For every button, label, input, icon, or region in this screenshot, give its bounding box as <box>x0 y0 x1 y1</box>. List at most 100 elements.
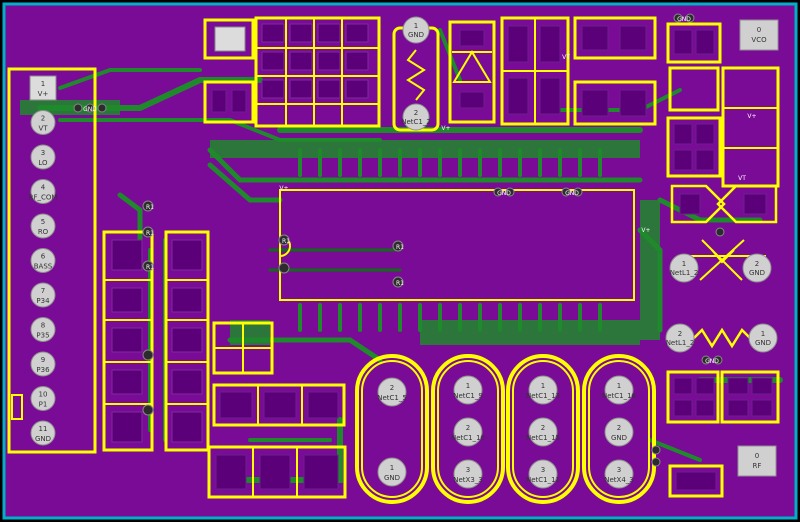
crystal-pad-circle[interactable] <box>453 375 483 405</box>
pad-top-gnd[interactable] <box>402 16 430 44</box>
pin-number: 11 <box>39 425 48 433</box>
connector-pin[interactable]: 1V+ <box>29 75 57 101</box>
crystal-pad-circle[interactable] <box>377 457 407 487</box>
crystal-pad-circle[interactable] <box>604 417 634 447</box>
crystal-x4[interactable] <box>582 354 656 504</box>
crystal-pad-circle[interactable] <box>604 375 634 405</box>
pin-pad[interactable] <box>30 248 56 273</box>
svg-text:VCO: VCO <box>751 36 767 44</box>
pin-number: 8 <box>41 322 45 330</box>
pin-pad[interactable] <box>30 144 56 170</box>
crystal-pad-circle[interactable] <box>453 417 483 447</box>
pad-r-right[interactable] <box>748 323 778 353</box>
crystal-x2[interactable] <box>431 354 505 504</box>
svg-text:1: 1 <box>761 330 765 338</box>
pin-pad[interactable] <box>30 282 56 308</box>
resistor-right[interactable]: 2 NetL1_2 1 GND <box>665 323 778 353</box>
crystal-pad-number: 1 <box>541 382 545 390</box>
connector-pin[interactable]: 3LO <box>30 144 56 170</box>
svg-text:GND: GND <box>83 106 97 113</box>
transistors-right <box>670 184 778 224</box>
crystal-pad-label: NetC1_15 <box>526 434 560 442</box>
connector-pin[interactable]: 5RO <box>30 213 56 239</box>
svg-text:NetL1_2: NetL1_2 <box>670 269 699 277</box>
pad-rf[interactable]: 0 RF <box>737 445 777 477</box>
crystal-pad-circle[interactable] <box>528 375 558 405</box>
inductor-l1[interactable]: 1 NetL1_2 2 GND <box>669 239 772 283</box>
crystal-x3[interactable] <box>506 354 580 504</box>
crystal-pad-circle[interactable] <box>377 377 407 407</box>
crystal-x1[interactable] <box>355 354 429 504</box>
inductor-top[interactable]: 1 GND 2 NetC1_2 <box>392 16 440 132</box>
crystal-pad-number: 2 <box>541 424 545 432</box>
pin-label: P35 <box>36 332 49 340</box>
crystal-pad-label: NetC1_9 <box>453 392 483 400</box>
pin-pad[interactable] <box>30 213 56 239</box>
pin-label: RO <box>38 228 49 236</box>
crystal-pad-number: 3 <box>617 466 621 474</box>
crystal-pad-circle[interactable] <box>453 459 483 489</box>
pin-pad[interactable] <box>30 420 56 446</box>
pin-number: 5 <box>41 218 45 226</box>
svg-text:NetL1_2: NetL1_2 <box>666 339 695 347</box>
pad-r-left[interactable] <box>665 323 695 353</box>
pin-pad[interactable] <box>30 179 56 204</box>
svg-text:GND: GND <box>755 339 771 347</box>
crystal-pad-circle[interactable] <box>528 459 558 489</box>
pin-pad[interactable] <box>30 317 56 342</box>
svg-text:R1: R1 <box>146 230 154 237</box>
pin-pad[interactable] <box>30 386 56 411</box>
crystal-pad-number: 3 <box>466 466 470 474</box>
pad-vco[interactable]: 0 VCO <box>739 19 779 51</box>
svg-text:0: 0 <box>757 26 761 34</box>
svg-text:RF: RF <box>753 462 762 470</box>
svg-text:GND: GND <box>749 269 765 277</box>
connector-j1[interactable]: 1V+2VT3LO4RF_COM5RO6BASS7P348P359P3610P1… <box>7 67 97 454</box>
crystal-pad-label: GND <box>611 434 627 442</box>
pad-l1-left[interactable] <box>669 253 699 283</box>
svg-text:2: 2 <box>414 109 418 117</box>
svg-text:1: 1 <box>414 22 418 30</box>
pin-pad[interactable] <box>30 351 56 377</box>
svg-text:2: 2 <box>755 260 759 268</box>
pin-pad[interactable] <box>30 110 56 135</box>
smd-block-bottom-right <box>666 370 780 498</box>
svg-text:R1: R1 <box>146 264 154 271</box>
pin-label: GND <box>35 435 51 443</box>
pad-l1-right[interactable] <box>742 253 772 283</box>
crystal-pad-label: GND <box>384 474 400 482</box>
connector-key <box>11 394 23 420</box>
pin-pad[interactable] <box>29 75 57 101</box>
connector-outline <box>7 67 97 454</box>
crystal-pad-circle[interactable] <box>604 459 634 489</box>
crystal-pad-circle[interactable] <box>528 417 558 447</box>
pin-label: VT <box>38 125 48 133</box>
connector-pin[interactable]: 2VT <box>30 110 56 135</box>
pad-top-netc[interactable] <box>402 103 430 131</box>
svg-text:NetC1_2: NetC1_2 <box>401 118 431 126</box>
svg-text:V+: V+ <box>747 113 756 120</box>
svg-text:R1: R1 <box>396 244 404 251</box>
connector-pin[interactable]: 4RF_COM <box>29 179 58 204</box>
copper-traces <box>37 28 783 483</box>
pin-number: 3 <box>41 149 45 157</box>
